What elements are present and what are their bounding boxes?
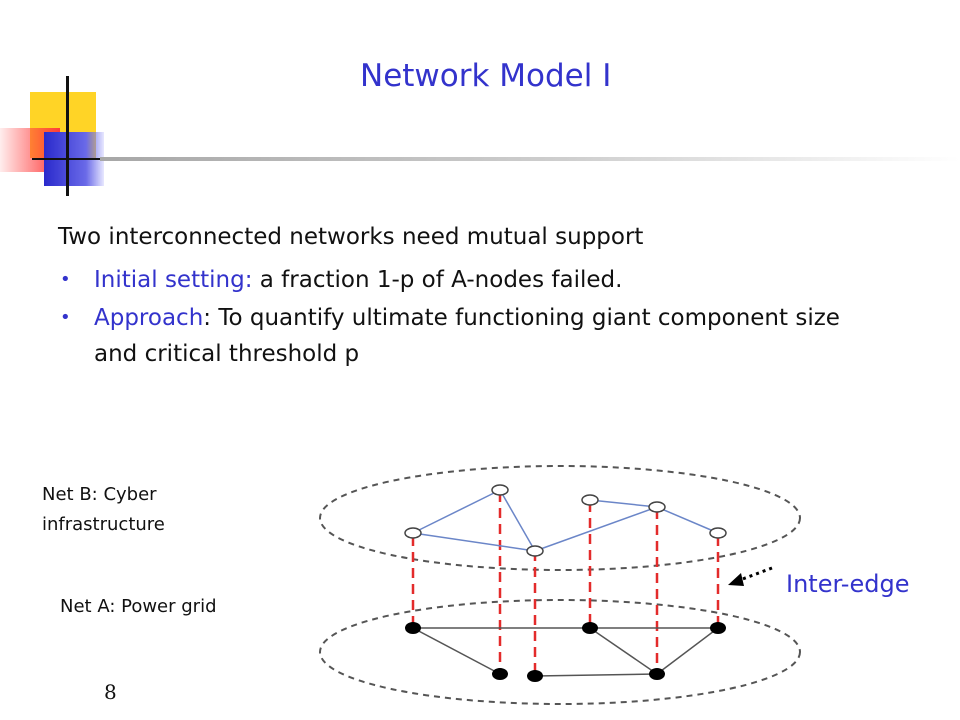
- net-a-edge: [589, 627, 658, 675]
- net-a-node: [527, 670, 543, 682]
- net-a-layer-ellipse: [319, 599, 801, 705]
- net-a-node: [492, 668, 508, 680]
- bullet-text: : To quantify ultimate functioning giant…: [94, 305, 840, 367]
- net-b-nodes: [404, 484, 727, 557]
- bullet-item-approach: • Approach: To quantify ultimate functio…: [58, 300, 858, 372]
- net-b-edge: [412, 489, 501, 534]
- bullet-list: • Initial setting: a fraction 1-p of A-n…: [58, 262, 858, 372]
- logo-vertical-line: [66, 76, 69, 196]
- bullet-icon: •: [60, 307, 71, 328]
- lead-text: Two interconnected networks need mutual …: [58, 224, 644, 250]
- net-a-node: [649, 668, 665, 680]
- net-b-edge: [499, 489, 536, 552]
- inter-edges: [411, 492, 720, 674]
- bullet-icon: •: [60, 269, 71, 290]
- net-a-label: Net A: Power grid: [60, 596, 217, 617]
- net-a-edge: [412, 627, 501, 675]
- net-b-edge: [656, 506, 719, 534]
- net-b-layer-ellipse: [319, 465, 801, 571]
- bullet-text: a fraction 1-p of A-nodes failed.: [252, 267, 623, 293]
- net-b-node: [491, 484, 509, 496]
- net-b-edge: [589, 499, 658, 508]
- dotted-arrow-icon: [728, 566, 773, 586]
- net-b-edge: [534, 506, 658, 552]
- net-a-edges: [412, 627, 719, 677]
- net-b-label: Net B: Cyber infrastructure: [42, 484, 165, 535]
- bullet-item-initial-setting: • Initial setting: a fraction 1-p of A-n…: [58, 262, 858, 298]
- slide-title: Network Model I: [360, 58, 612, 94]
- net-b-edges: [412, 489, 719, 552]
- net-a-node: [710, 622, 726, 634]
- net-b-node: [526, 545, 544, 557]
- net-b-node: [648, 501, 666, 513]
- net-b-node: [709, 527, 727, 539]
- logo-squares: [0, 70, 140, 200]
- bullet-highlight: Initial setting:: [94, 267, 253, 293]
- net-b-node: [581, 494, 599, 506]
- net-a-edge: [656, 627, 719, 675]
- title-divider: [100, 157, 960, 161]
- net-a-node: [582, 622, 598, 634]
- inter-edge-label: Inter-edge: [786, 570, 910, 598]
- page-number: 8: [104, 680, 117, 704]
- bullet-highlight: Approach: [94, 305, 204, 331]
- slide-body: Two interconnected networks need mutual …: [58, 222, 858, 374]
- logo-horizontal-line: [32, 158, 112, 160]
- net-b-edge: [412, 532, 536, 552]
- net-a-nodes: [405, 622, 726, 682]
- net-a-edge: [534, 673, 658, 677]
- net-b-node: [404, 527, 422, 539]
- net-a-node: [405, 622, 421, 634]
